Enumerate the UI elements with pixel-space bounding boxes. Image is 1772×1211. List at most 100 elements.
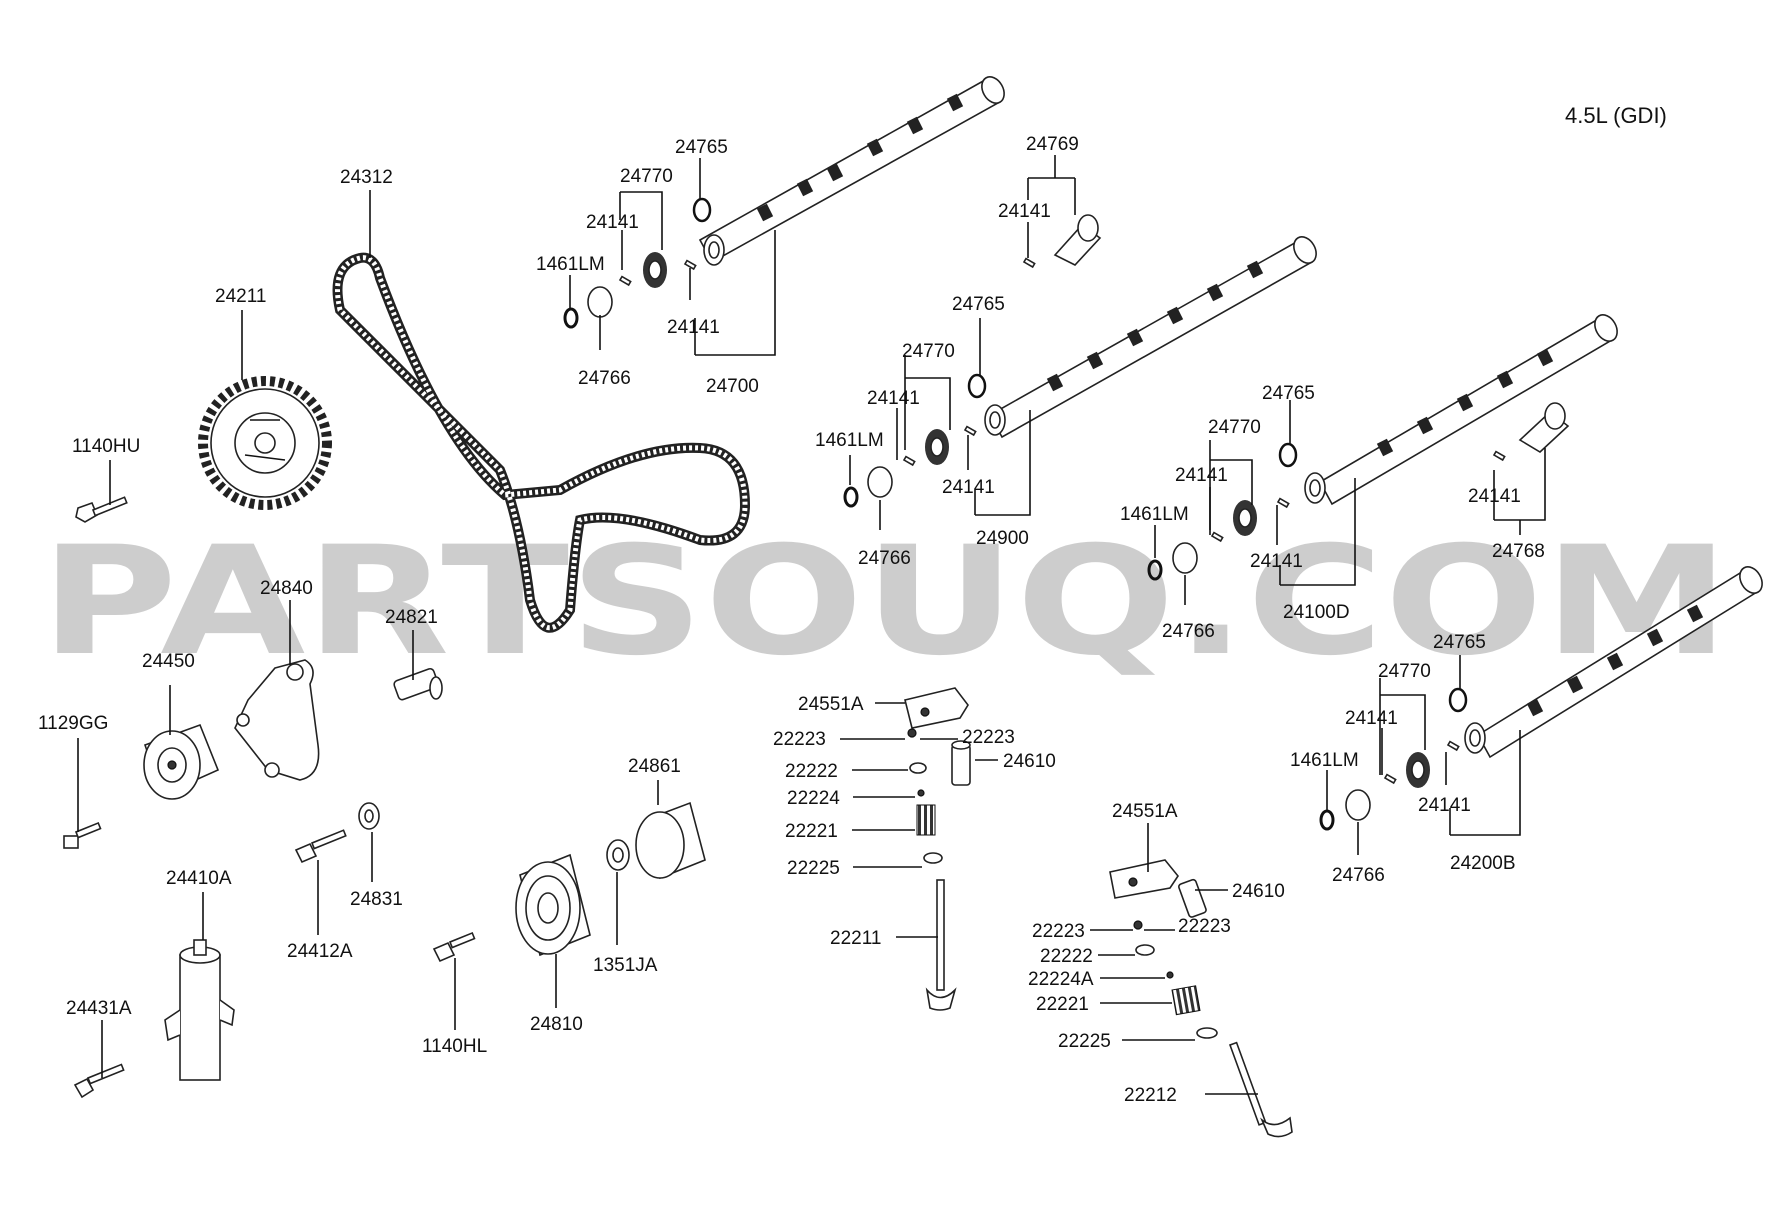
valve-spring-22221-2[interactable] [1171,985,1201,1016]
snap-ring-1461lm-3[interactable] [843,486,859,508]
washer-24831[interactable] [358,802,380,830]
spring-seat-22225-2[interactable] [1196,1027,1218,1039]
snap-ring-24765-6[interactable] [1448,687,1468,713]
oil-control-valve-24768[interactable] [1518,402,1570,453]
valve-keeper-22223-1[interactable] [907,728,917,738]
camshaft-24700[interactable] [698,73,1009,266]
snap-ring-1461lm-6[interactable] [1319,809,1335,831]
retainer-22222-1[interactable] [909,762,927,774]
label-24861: 24861 [628,756,681,777]
cam-gear-24770-1[interactable] [643,252,667,288]
label-24766-4: 24766 [1162,621,1215,642]
watermark-text: PARTSOUQ.COM [40,515,1730,689]
bolt-24431a[interactable] [73,1063,125,1099]
pin-24141-3a[interactable] [902,455,916,467]
label-24821: 24821 [385,607,438,628]
retainer-22222-2[interactable] [1135,944,1155,956]
label-24200b: 24200B [1450,853,1516,874]
pin-24141-1a[interactable] [618,275,632,287]
label-24765-6: 24765 [1433,632,1486,653]
valve-keeper-22223-2[interactable] [1133,920,1143,930]
label-24766-1: 24766 [578,368,631,389]
pin-24141-6b[interactable] [1446,740,1460,752]
idler-pulley-24810[interactable] [515,853,591,957]
pin-24141-6a[interactable] [1383,773,1397,785]
label-24765-1: 24765 [675,137,728,158]
label-24211: 24211 [215,286,266,307]
lash-adjuster-24610-1[interactable] [951,740,971,786]
label-1140hl: 1140HL [422,1036,487,1057]
label-22221-1: 22221 [785,821,838,842]
exhaust-valve-22212[interactable] [1228,1041,1293,1138]
label-24312: 24312 [340,167,393,188]
washer-24766-6[interactable] [1345,789,1371,821]
label-24141-2: 24141 [998,201,1051,222]
pulley-24861[interactable] [635,801,706,880]
cam-gear-24770-3[interactable] [925,429,949,465]
idler-pulley[interactable] [143,723,220,800]
label-24765-3: 24765 [952,294,1005,315]
cam-gear-24770-4[interactable] [1233,500,1257,536]
label-24100d: 24100D [1283,602,1350,623]
label-22224a: 22224A [1028,969,1094,990]
oil-control-valve-24769[interactable] [1053,214,1102,266]
part-labels: 4.5L (GDI) 24312 24211 1140HU 24840 2482… [38,103,1667,1106]
camshaft-24200b[interactable] [1464,563,1767,759]
idler-bracket[interactable] [234,659,320,781]
label-24810: 24810 [530,1014,583,1035]
bolt-1129gg[interactable] [63,821,102,849]
label-24840: 24840 [260,578,313,599]
pin-24141-5[interactable] [1492,450,1506,462]
spring-seat-22225-1[interactable] [923,852,943,864]
seal-22224-1[interactable] [917,789,925,797]
pin-24141-4a[interactable] [1210,531,1224,543]
rocker-arm-24551a-2[interactable] [1109,859,1179,899]
washer-24766-3[interactable] [867,466,893,498]
label-24766-3: 24766 [858,548,911,569]
camshaft-sprocket[interactable] [198,376,332,510]
snap-ring-1461lm-4[interactable] [1147,559,1163,581]
snap-ring-24765-1[interactable] [692,197,712,223]
label-24141-6a: 24141 [1345,708,1398,729]
label-1461lm-3: 1461LM [815,430,884,451]
pin-24141-2[interactable] [1022,257,1036,269]
camshaft-24900[interactable] [984,233,1321,439]
snap-ring-24765-3[interactable] [967,373,987,399]
label-24765-4: 24765 [1262,383,1315,404]
tensioner-24410a[interactable] [164,939,235,1081]
cam-gear-24770-6[interactable] [1406,752,1430,788]
label-22211: 22211 [830,928,881,949]
lash-adjuster-24610-2[interactable] [1178,878,1207,918]
seal-22224a[interactable] [1166,971,1174,979]
intake-valve-22211[interactable] [925,879,957,1011]
label-24610-2: 24610 [1232,881,1285,902]
label-24431a: 24431A [66,998,132,1019]
label-24141-3b: 24141 [942,477,995,498]
bolt-1140hu[interactable] [75,496,128,523]
label-24141-1b: 24141 [667,317,720,338]
label-1461lm-6: 1461LM [1290,750,1359,771]
washer-24766-1[interactable] [587,286,613,318]
label-22221-2: 22221 [1036,994,1089,1015]
label-24770-6: 24770 [1378,661,1431,682]
valve-spring-22221-1[interactable] [916,804,936,836]
bushing-24821[interactable] [393,667,443,701]
camshaft-24100d[interactable] [1304,311,1622,506]
bolt-24412a[interactable] [294,829,347,864]
pin-24141-1b[interactable] [683,259,697,271]
label-24141-3a: 24141 [867,388,920,409]
washer-1351ja[interactable] [606,839,630,871]
leader-lines [77,155,1546,1095]
snap-ring-24765-4[interactable] [1278,442,1298,468]
pin-24141-4b[interactable] [1276,497,1290,509]
label-24700: 24700 [706,376,759,397]
timing-belt[interactable] [332,252,751,633]
label-24141-6b: 24141 [1418,795,1471,816]
snap-ring-1461lm-1[interactable] [563,307,579,329]
bolt-1140hl[interactable] [432,931,476,963]
pin-24141-3b[interactable] [963,425,977,437]
washer-24766-4[interactable] [1172,542,1198,574]
engine-title: 4.5L (GDI) [1565,103,1667,128]
rocker-arm-24551a-1[interactable] [904,687,969,729]
